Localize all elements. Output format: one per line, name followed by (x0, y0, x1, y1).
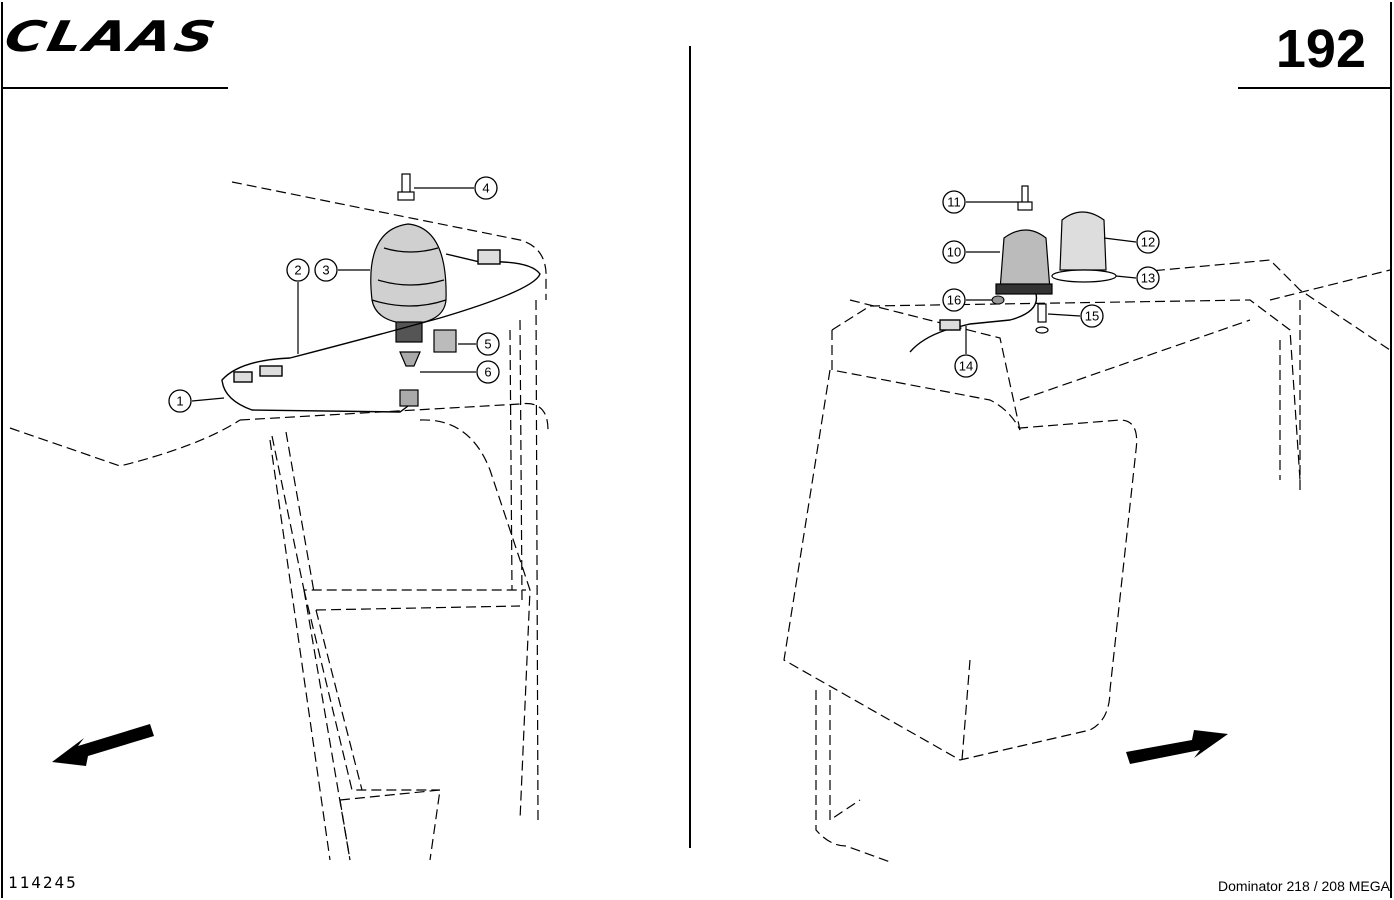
callout-left-5: 5 (458, 332, 500, 356)
callout-right-14: 14 (954, 326, 978, 378)
bolt-part (397, 173, 415, 201)
direction-arrow-left (52, 724, 154, 766)
callout-number: 15 (1085, 309, 1099, 324)
callout-right-15: 15 (1047, 304, 1104, 328)
callout-number: 14 (959, 359, 973, 374)
callout-right-12: 12 (1103, 230, 1160, 254)
callout-number: 5 (484, 337, 491, 352)
callout-circle (314, 258, 338, 282)
callout-left-6: 6 (420, 360, 500, 384)
callout-number: 2 (294, 263, 301, 278)
screw-part (1035, 303, 1049, 334)
callout-circle (286, 258, 310, 282)
beacon-lamp-left (370, 223, 447, 343)
cable-left (221, 249, 541, 413)
callout-circle (1080, 304, 1104, 328)
callout-right-11: 11 (942, 190, 1018, 214)
callout-left-3: 3 (314, 258, 370, 282)
leader-line (1103, 237, 1137, 243)
callout-circle (476, 332, 500, 356)
switch-part (433, 329, 457, 353)
callout-circle (942, 190, 966, 214)
callout-circle (476, 360, 500, 384)
left-cab-outline (9, 181, 549, 861)
callout-left-1: 1 (168, 389, 225, 413)
callout-circle (942, 240, 966, 264)
callout-right-13: 13 (1115, 266, 1160, 290)
callout-circle (1136, 266, 1160, 290)
bolt-part (1017, 185, 1033, 211)
right-cab-outline (783, 259, 1391, 863)
callout-circle (168, 389, 192, 413)
callout-number: 12 (1141, 235, 1155, 250)
drawing-number: 114245 (8, 873, 78, 892)
callout-right-16: 16 (942, 288, 992, 312)
page-number: 192 (1275, 19, 1366, 79)
beacon-lamp-right (995, 229, 1053, 295)
nut-part (991, 295, 1005, 305)
callout-number: 4 (482, 181, 489, 196)
callout-left-2: 2 (286, 258, 310, 354)
leader-line (1115, 275, 1137, 279)
callout-right-10: 10 (942, 240, 1000, 264)
callout-number: 16 (947, 293, 961, 308)
callout-circle (474, 176, 498, 200)
callout-circle (1136, 230, 1160, 254)
callout-number: 3 (322, 263, 329, 278)
callout-number: 6 (484, 365, 491, 380)
callout-number: 1 (176, 394, 183, 409)
holder-part (399, 351, 421, 407)
callout-number: 13 (1141, 271, 1155, 286)
callout-number: 10 (947, 245, 961, 260)
leader-line (191, 397, 225, 402)
callout-circle (942, 288, 966, 312)
callout-number: 11 (947, 195, 961, 210)
cable-right (909, 293, 1038, 353)
model-name: Dominator 218 / 208 MEGA (1218, 878, 1390, 894)
beacon-dome-spare (1051, 211, 1117, 283)
leader-line (1047, 313, 1081, 317)
callout-circle (954, 354, 978, 378)
direction-arrow-right (1126, 730, 1228, 764)
callout-left-4: 4 (414, 176, 498, 200)
